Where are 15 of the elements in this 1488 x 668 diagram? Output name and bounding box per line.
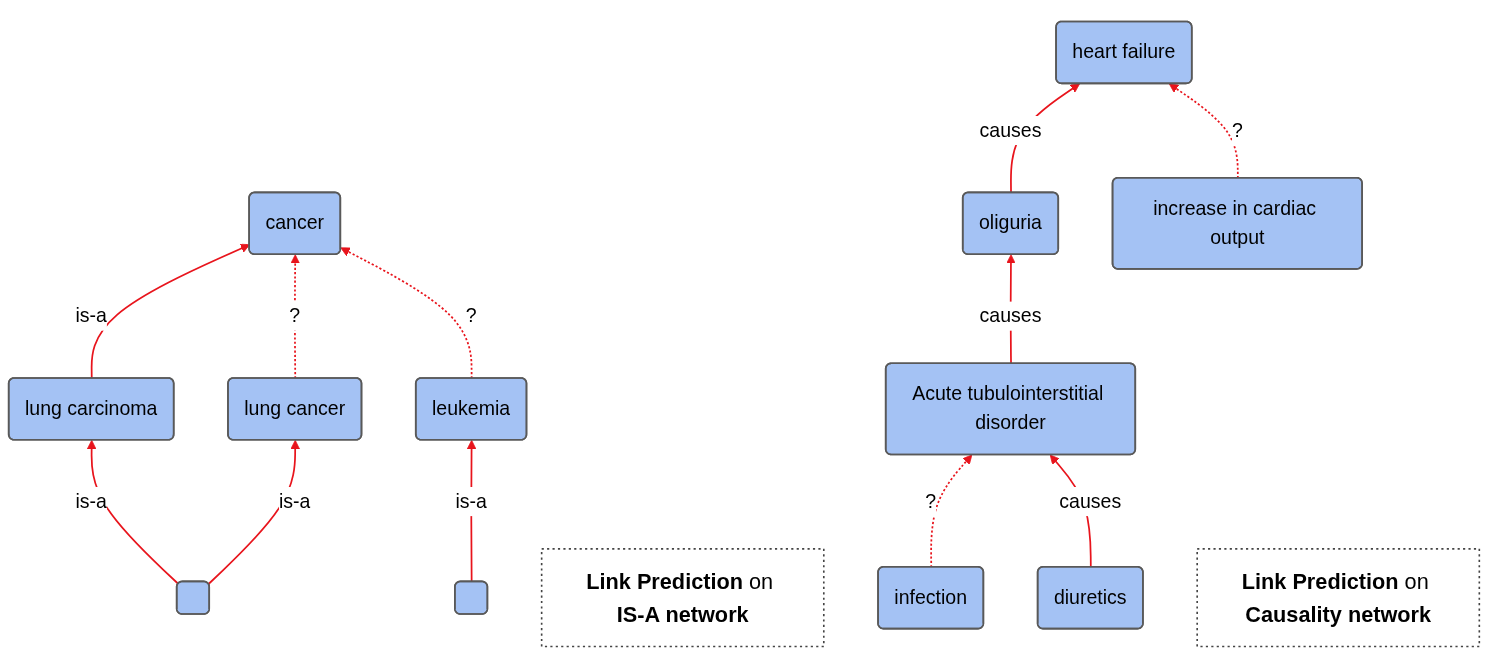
edge-label: is-a bbox=[455, 490, 487, 512]
node-box: Link Prediction on Causality network bbox=[1196, 548, 1481, 648]
edge-label: is-a bbox=[75, 490, 107, 512]
edge-label: ? bbox=[1231, 119, 1243, 141]
arrow bbox=[86, 439, 180, 585]
edge-label: ? bbox=[465, 304, 477, 327]
edge-label: is-a bbox=[75, 304, 107, 327]
edge-label: is-a bbox=[278, 490, 311, 512]
edge-label: causes bbox=[1059, 490, 1122, 512]
edge-label: ? bbox=[925, 490, 937, 512]
edge-label: causes bbox=[979, 119, 1042, 141]
edge-label: ? bbox=[289, 304, 301, 327]
edge-label: causes bbox=[979, 304, 1042, 327]
arrow bbox=[207, 439, 300, 585]
node-box: Link Prediction on IS-A network bbox=[540, 548, 825, 648]
